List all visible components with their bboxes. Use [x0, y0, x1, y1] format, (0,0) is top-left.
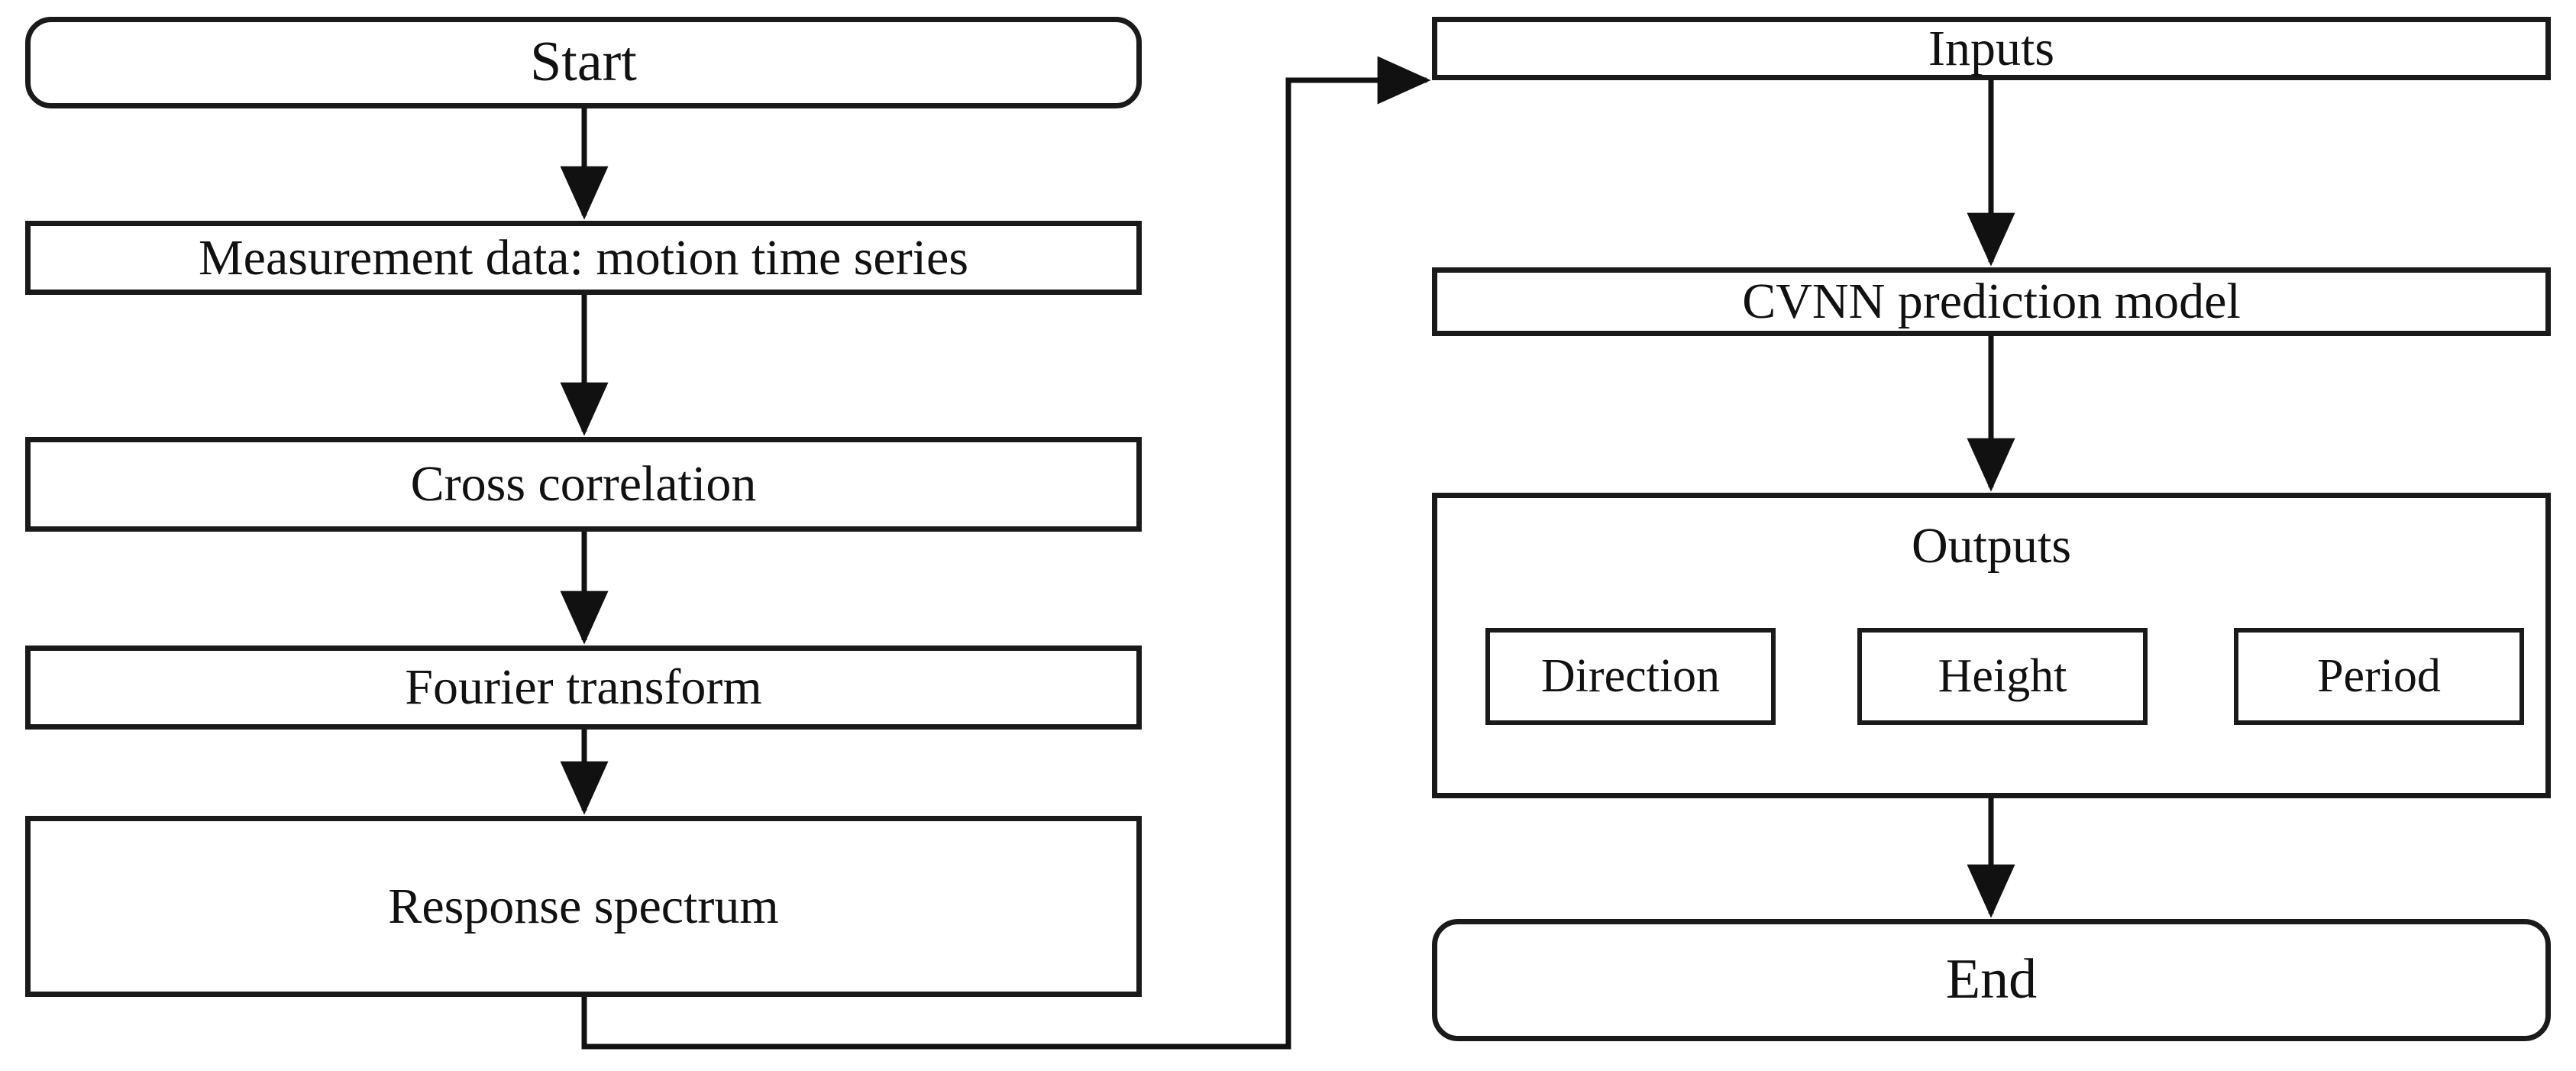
node-response-spectrum-label: Response spectrum	[388, 878, 779, 934]
node-output-period-label: Period	[2317, 649, 2441, 702]
node-output-direction-label: Direction	[1540, 649, 1721, 702]
node-outputs-group[interactable]: Outputs Direction Height Period	[1432, 493, 2551, 798]
node-response-spectrum[interactable]: Response spectrum	[25, 816, 1142, 997]
node-inputs[interactable]: Inputs	[1432, 17, 2551, 80]
node-measurement-data[interactable]: Measurement data: motion time series	[25, 221, 1142, 295]
node-fourier-transform-label: Fourier transform	[405, 659, 762, 716]
node-start-label: Start	[530, 31, 637, 94]
node-end-label: End	[1945, 948, 2038, 1011]
node-output-height[interactable]: Height	[1857, 628, 2148, 725]
node-fourier-transform[interactable]: Fourier transform	[25, 646, 1142, 730]
node-output-height-label: Height	[1938, 649, 2067, 702]
node-cross-correlation-label: Cross correlation	[410, 456, 757, 513]
node-output-direction[interactable]: Direction	[1485, 628, 1776, 725]
node-start[interactable]: Start	[25, 17, 1142, 108]
node-measurement-data-label: Measurement data: motion time series	[198, 229, 969, 286]
node-cvnn-prediction-model-label: CVNN prediction model	[1742, 273, 2241, 330]
node-outputs-label: Outputs	[1911, 518, 2072, 574]
node-cvnn-prediction-model[interactable]: CVNN prediction model	[1432, 267, 2551, 336]
node-cross-correlation[interactable]: Cross correlation	[25, 437, 1142, 532]
node-end[interactable]: End	[1432, 919, 2551, 1041]
node-inputs-label: Inputs	[1928, 20, 2054, 76]
node-output-period[interactable]: Period	[2234, 628, 2524, 725]
